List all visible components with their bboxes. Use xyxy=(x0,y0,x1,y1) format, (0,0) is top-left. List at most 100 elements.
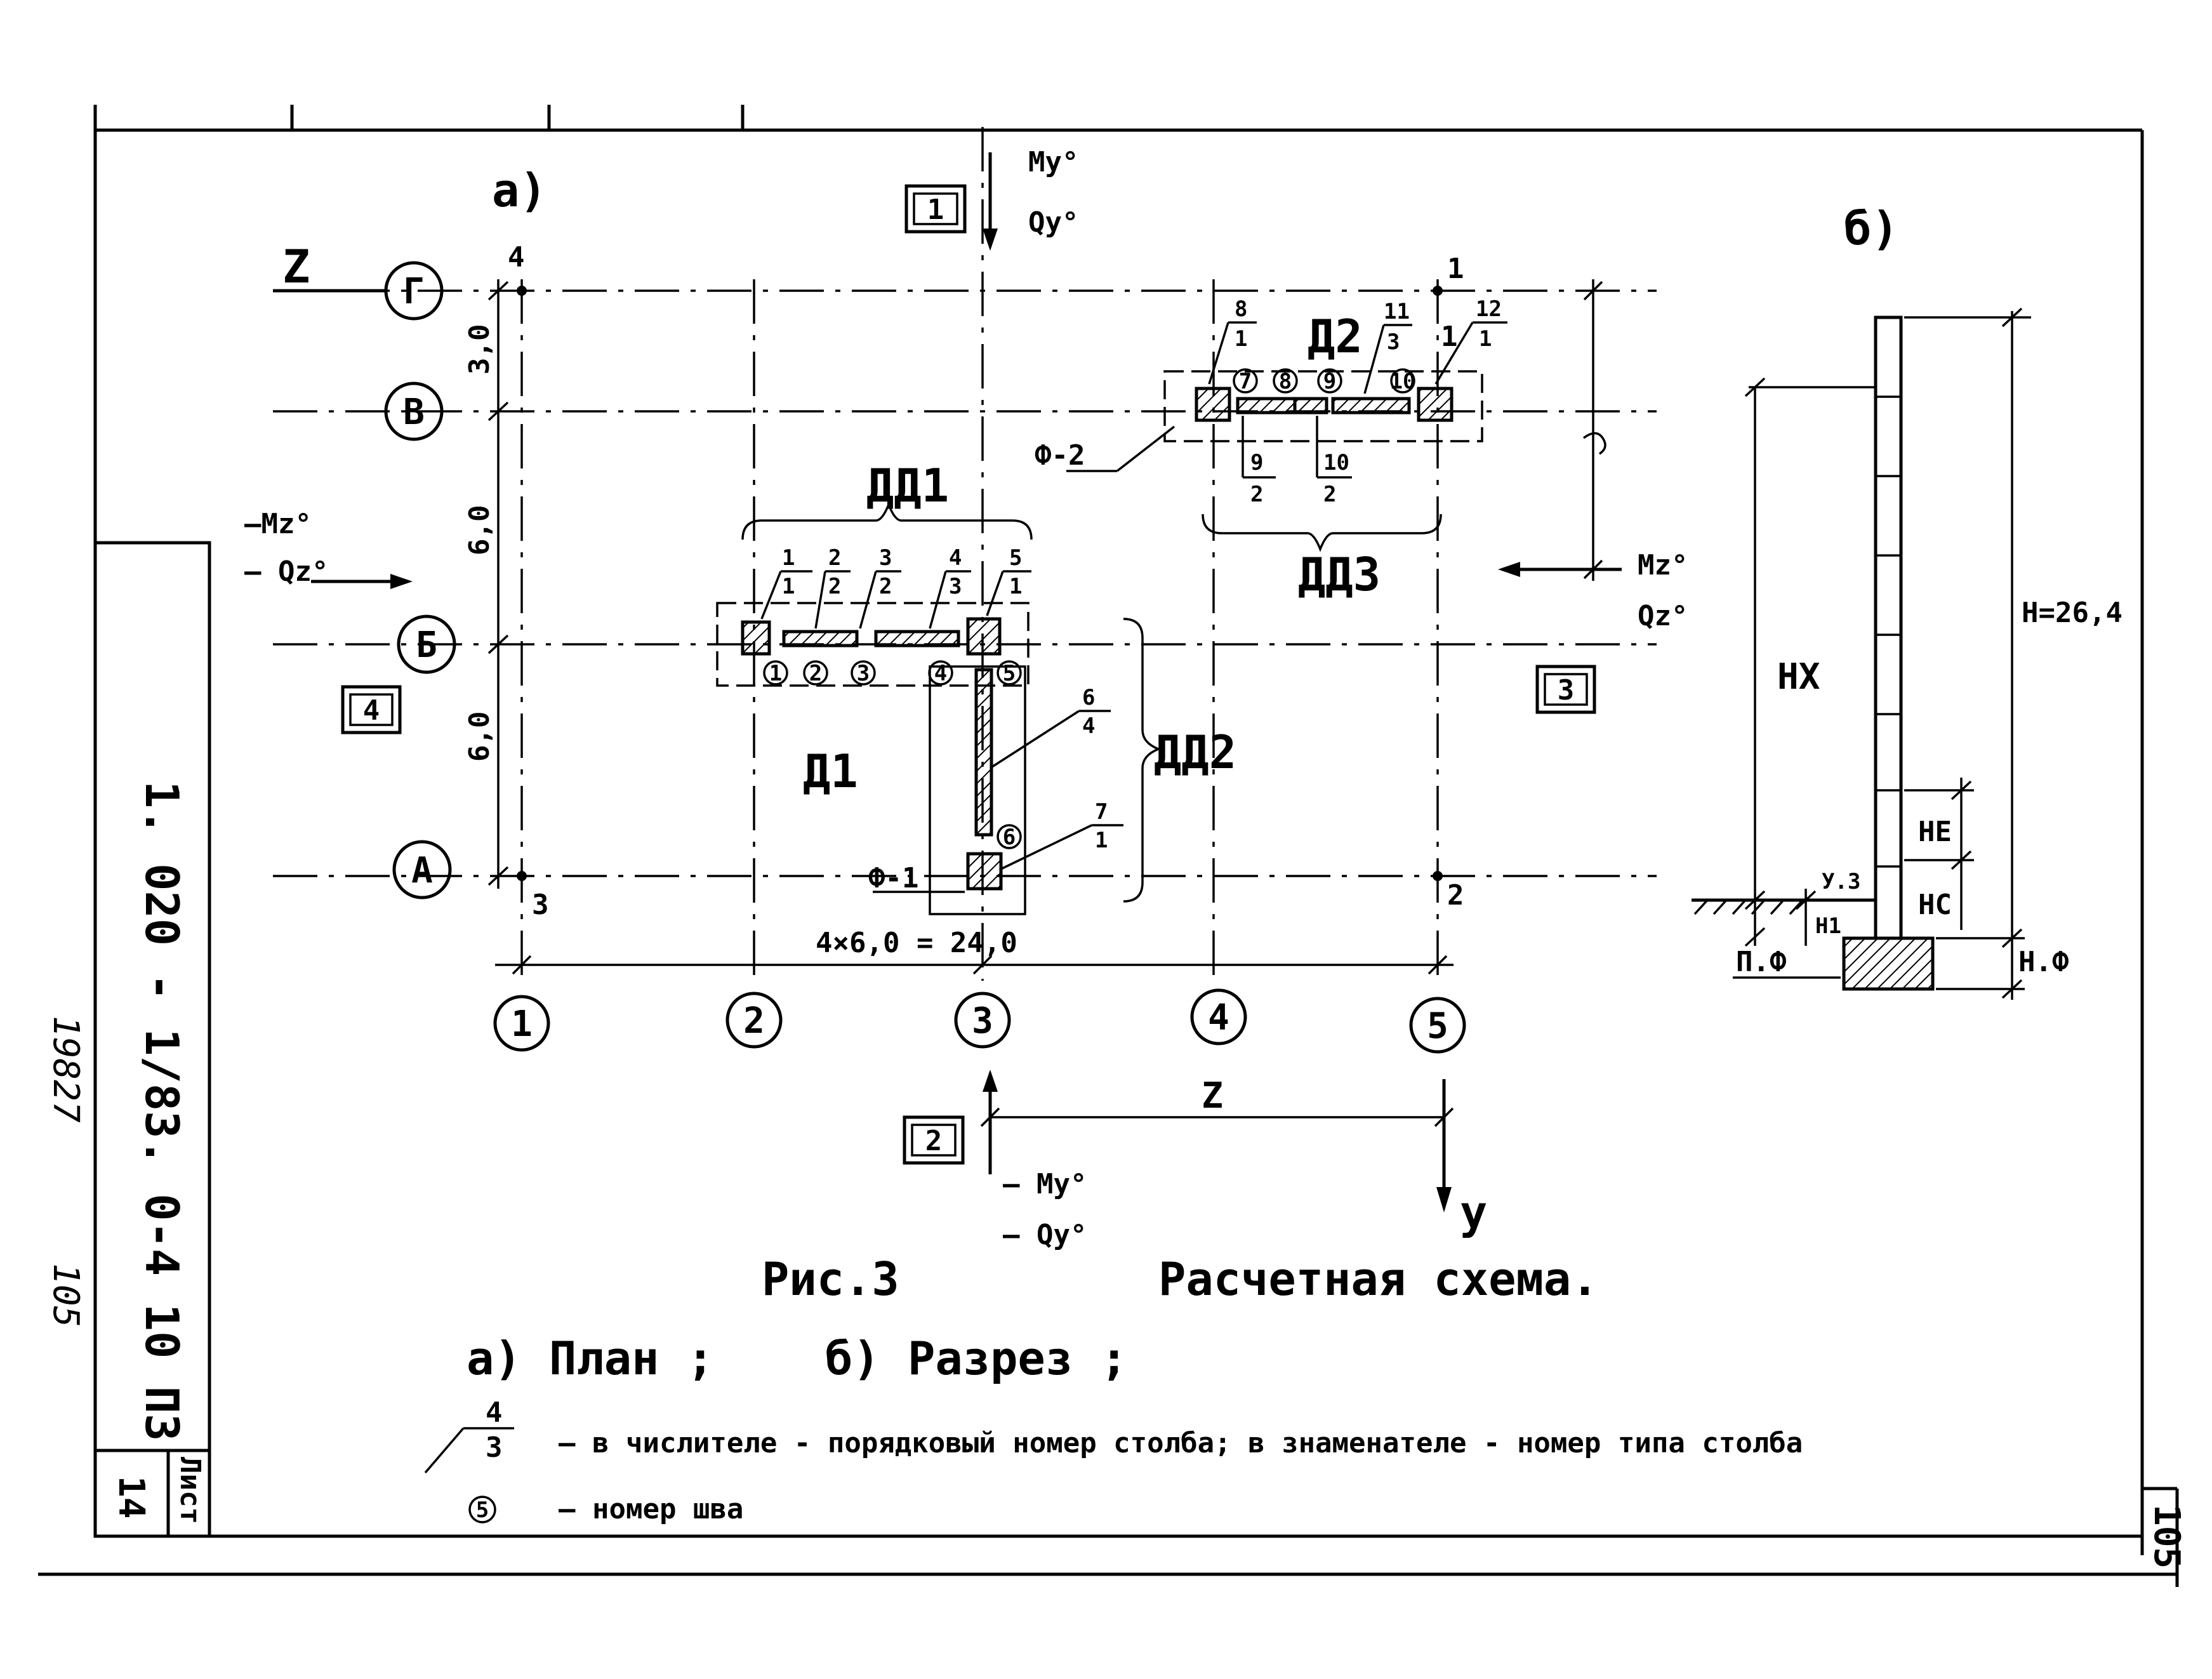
axis-bubble-3: 3 xyxy=(954,992,1011,1049)
plan-view: а) Г В Б А 1 xyxy=(244,127,1688,1251)
seam-5: 5 xyxy=(997,660,1022,686)
svg-text:3: 3 xyxy=(1387,329,1400,355)
svg-text:1: 1 xyxy=(782,574,795,599)
label-hf: Н.Ф xyxy=(2018,946,2069,978)
group-dd1-brace xyxy=(741,501,1033,540)
group-dd2-brace xyxy=(1123,618,1162,903)
dim-3-0: 3,0 xyxy=(463,324,496,375)
seam-2: 2 xyxy=(803,660,828,686)
corner-mark-3: 3 xyxy=(532,889,549,921)
svg-text:2: 2 xyxy=(1323,482,1336,507)
load-bottom-m: – My° xyxy=(1003,1168,1087,1200)
wall-d2: Д2 1 xyxy=(1163,310,1483,442)
svg-text:1: 1 xyxy=(1235,326,1247,352)
legend-seam-symbol: 5 xyxy=(468,1496,496,1523)
wall-d1: Д1 xyxy=(716,602,1030,915)
load-top-m: My° xyxy=(1028,146,1078,178)
label-hx: НХ xyxy=(1777,656,1820,698)
svg-text:3: 3 xyxy=(879,545,892,571)
load-top-q: Qy° xyxy=(1028,206,1078,239)
doc-code: 1. 020 - 1/83. 0-4 10 ПЗ xyxy=(135,781,189,1441)
axis-bubble-A: А xyxy=(392,840,452,899)
pillar-label-3: 3 2 xyxy=(859,545,901,629)
svg-text:3: 3 xyxy=(486,1431,503,1464)
svg-text:3: 3 xyxy=(972,1000,993,1042)
svg-text:7: 7 xyxy=(1239,369,1252,394)
label-he: НЕ xyxy=(1918,816,1952,848)
z-dim-label: Z xyxy=(1202,1075,1223,1117)
section-footing xyxy=(1842,936,1935,991)
load-box-2: 2 xyxy=(903,1115,965,1165)
label-uz: У.З xyxy=(1822,869,1860,894)
wall-d2-label: Д2 xyxy=(1308,310,1363,363)
svg-text:12: 12 xyxy=(1476,296,1502,322)
svg-text:6: 6 xyxy=(1082,685,1095,710)
foundation-2-label: Ф-2 xyxy=(1035,439,1085,472)
pillar-label-2: 2 2 xyxy=(814,545,851,629)
wall-d2-mark: 1 xyxy=(1441,321,1458,353)
section-letter: б) xyxy=(1844,202,1899,255)
axis-bubble-5: 5 xyxy=(1409,997,1466,1054)
svg-text:7: 7 xyxy=(1095,799,1108,825)
group-dd1-label: ДД1 xyxy=(866,459,949,512)
axis-bubble-2: 2 xyxy=(725,992,783,1049)
pillar-label-4: 4 3 xyxy=(929,545,971,629)
svg-text:2: 2 xyxy=(879,574,892,599)
sheet-label: Лист xyxy=(174,1457,206,1524)
pillar-8 xyxy=(1195,387,1231,422)
pillar-9 xyxy=(1236,397,1297,415)
plan-caption: а) План ; xyxy=(467,1332,714,1385)
pillar-label-6: 6 4 xyxy=(990,685,1111,769)
pillar-label-9: 9 2 xyxy=(1242,416,1276,507)
group-dd3-label: ДД3 xyxy=(1298,548,1381,601)
load-bottom-q: – Qy° xyxy=(1003,1219,1087,1251)
axis-bubble-1: 1 xyxy=(493,995,550,1052)
figure-number: Рис.3 xyxy=(762,1252,899,1306)
legend-fraction: 4 3 xyxy=(424,1397,514,1474)
load-box-3: 3 xyxy=(1535,665,1596,714)
corner-number: 105 xyxy=(2146,1504,2187,1569)
svg-text:4: 4 xyxy=(1082,713,1095,739)
seam-7: 7 xyxy=(1233,368,1258,394)
svg-text:4: 4 xyxy=(486,1397,503,1429)
y-axis-label: y xyxy=(1460,1186,1487,1239)
svg-text:2: 2 xyxy=(828,574,841,599)
pillar-2 xyxy=(782,630,859,647)
section-caption: б) Разрез ; xyxy=(825,1332,1128,1385)
pillar-label-10: 10 2 xyxy=(1316,416,1352,507)
label-pf: П.Ф xyxy=(1736,946,1786,978)
svg-text:5: 5 xyxy=(1003,661,1016,686)
svg-text:8: 8 xyxy=(1235,296,1247,322)
svg-text:11: 11 xyxy=(1384,299,1410,324)
svg-text:3: 3 xyxy=(1558,674,1575,707)
sheet-number: 14 xyxy=(110,1476,152,1518)
svg-text:4: 4 xyxy=(363,694,380,727)
plan-letter: а) xyxy=(492,164,547,217)
pillar-label-12: 12 1 xyxy=(1434,296,1507,385)
legend-fraction-text: – в числителе - порядковый номер столба;… xyxy=(559,1427,1803,1459)
svg-text:1: 1 xyxy=(1095,828,1108,853)
svg-text:2: 2 xyxy=(828,545,841,571)
svg-text:4: 4 xyxy=(1208,997,1229,1039)
load-box-4: 4 xyxy=(341,685,402,734)
svg-text:Г: Г xyxy=(403,271,425,312)
svg-text:2: 2 xyxy=(809,661,822,686)
svg-text:1: 1 xyxy=(782,545,795,571)
svg-text:4: 4 xyxy=(949,545,962,571)
stamp-frame xyxy=(93,541,211,1538)
svg-text:2: 2 xyxy=(925,1125,943,1157)
dim-6-0-upper: 6,0 xyxy=(463,505,496,555)
figure-title: Расчетная схема. xyxy=(1158,1252,1599,1306)
svg-text:А: А xyxy=(411,850,433,891)
dim-total: 4×6,0 = 24,0 xyxy=(816,927,1017,959)
pillar-label-1: 1 1 xyxy=(760,545,812,620)
svg-text:2: 2 xyxy=(1250,482,1263,507)
dim-6-0-lower: 6,0 xyxy=(463,712,496,762)
foundation-1-outline xyxy=(929,665,1026,915)
pillar-6 xyxy=(974,668,993,837)
load-right-q: Qz° xyxy=(1638,600,1688,632)
pillar-label-7: 7 1 xyxy=(999,799,1123,871)
pillar-4-segment xyxy=(874,630,960,647)
pillar-1 xyxy=(741,620,771,656)
